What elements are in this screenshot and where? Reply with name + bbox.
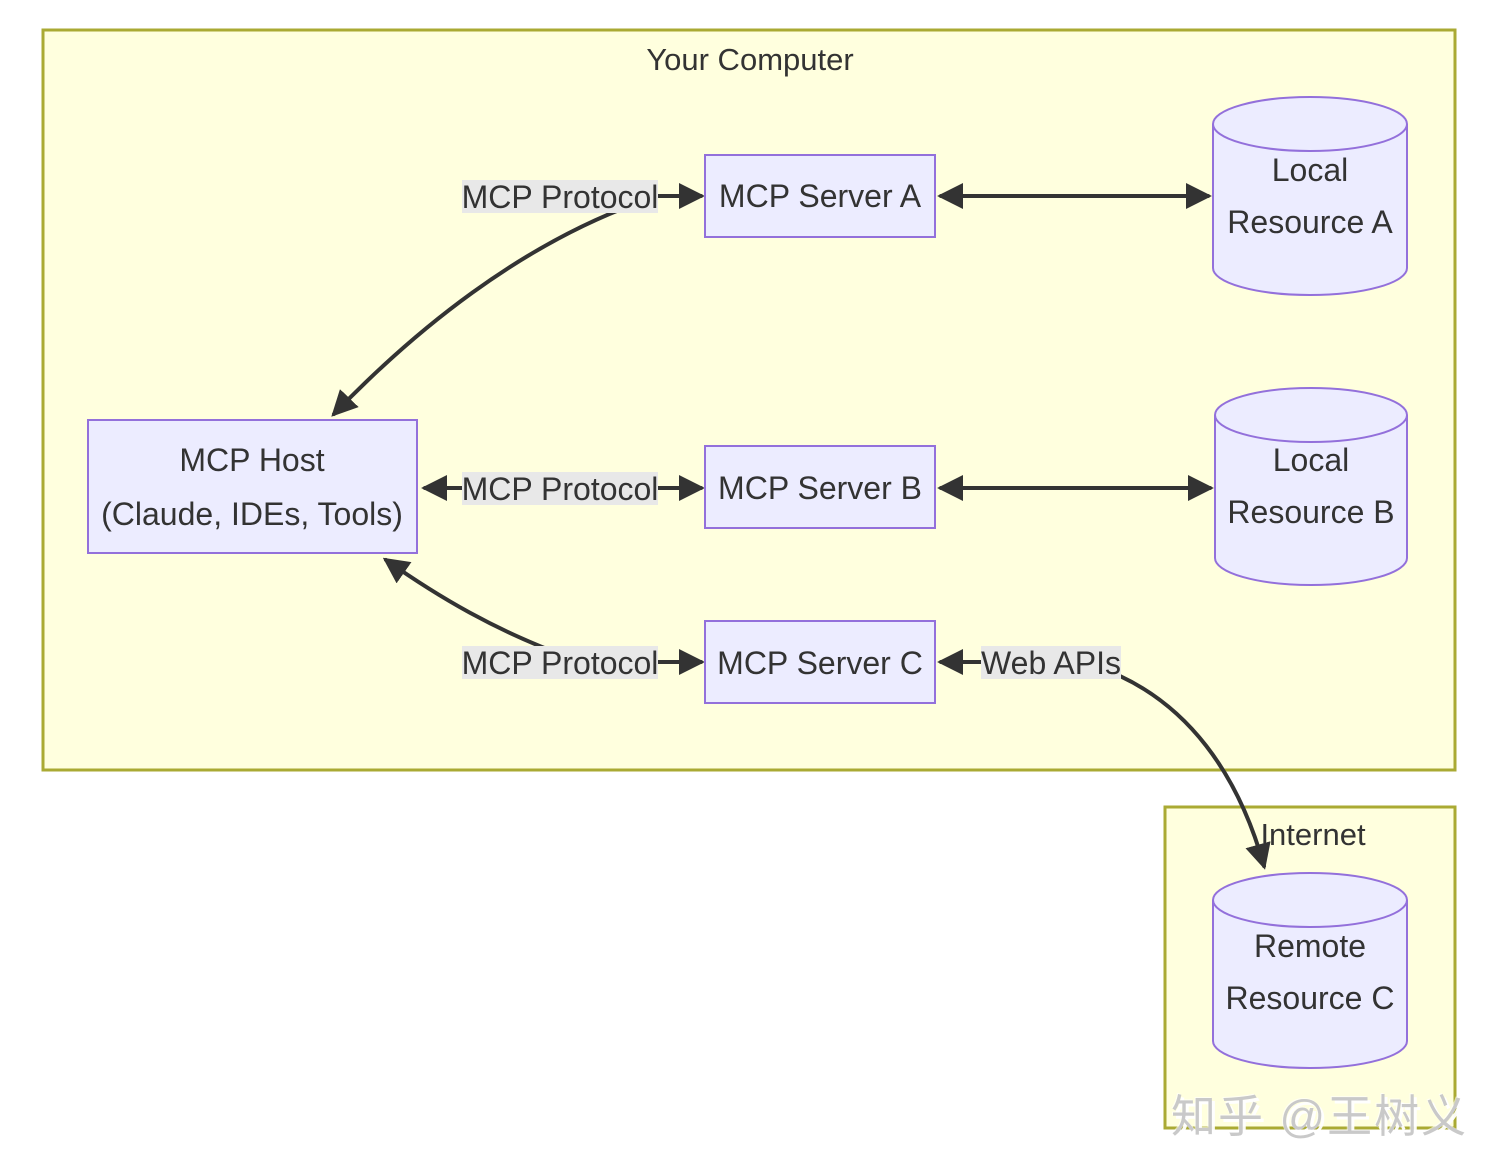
node-label-line1: Remote: [1254, 928, 1366, 964]
node-label-line1: Local: [1272, 152, 1349, 188]
edge-web-apis-resource-c: [1093, 664, 1271, 870]
node-remote-resource-c: Remote Resource C: [1212, 872, 1408, 1069]
edge-label-protocol-a: MCP Protocol: [462, 179, 659, 215]
node-box: [704, 620, 936, 704]
node-label-line1: Local: [1273, 442, 1350, 478]
edge-label-bg: [981, 646, 1121, 679]
edge-label-text: MCP Protocol: [462, 645, 659, 681]
edge-label-protocol-b: MCP Protocol: [462, 471, 659, 507]
edge-label-bg: [462, 646, 658, 679]
node-box: [704, 154, 936, 238]
cylinder-top: [1214, 387, 1408, 443]
node-mcp-server-c: MCP Server C: [704, 620, 936, 704]
edge-label-protocol-c: MCP Protocol: [462, 645, 659, 681]
node-label-line2: Resource A: [1227, 204, 1393, 240]
node-label: MCP Server A: [719, 178, 922, 214]
node-mcp-server-b: MCP Server B: [704, 445, 936, 529]
node-local-resource-a: Local Resource A: [1212, 96, 1408, 296]
edge-label-web-apis: Web APIs: [981, 645, 1121, 681]
edge-host-protocol-a: [331, 200, 642, 417]
cylinder-body: [1212, 124, 1408, 296]
zhihu-watermark: 知乎 @王树义: [1171, 1091, 1469, 1142]
edge-label-bg: [462, 180, 658, 213]
node-mcp-host: MCP Host (Claude, IDEs, Tools): [87, 419, 418, 554]
node-mcp-server-a: MCP Server A: [704, 154, 936, 238]
node-label-line2: Resource B: [1227, 494, 1394, 530]
node-box: [87, 419, 418, 554]
node-label-line2: (Claude, IDEs, Tools): [101, 496, 403, 532]
node-label-line1: MCP Host: [179, 442, 324, 478]
your-computer-title: Your Computer: [646, 42, 853, 77]
cylinder-body: [1212, 900, 1408, 1069]
edge-label-text: MCP Protocol: [462, 471, 659, 507]
edge-label-text: MCP Protocol: [462, 179, 659, 215]
cylinder-top: [1212, 96, 1408, 152]
node-label: MCP Server C: [717, 645, 923, 681]
node-local-resource-b: Local Resource B: [1214, 387, 1408, 586]
edge-label-text: Web APIs: [981, 645, 1121, 681]
cylinder-top: [1212, 872, 1408, 928]
internet-title: Internet: [1260, 817, 1366, 852]
edge-label-bg: [462, 472, 658, 505]
node-label: MCP Server B: [718, 470, 922, 506]
node-label-line2: Resource C: [1226, 980, 1395, 1016]
node-box: [704, 445, 936, 529]
cylinder-body: [1214, 415, 1408, 586]
